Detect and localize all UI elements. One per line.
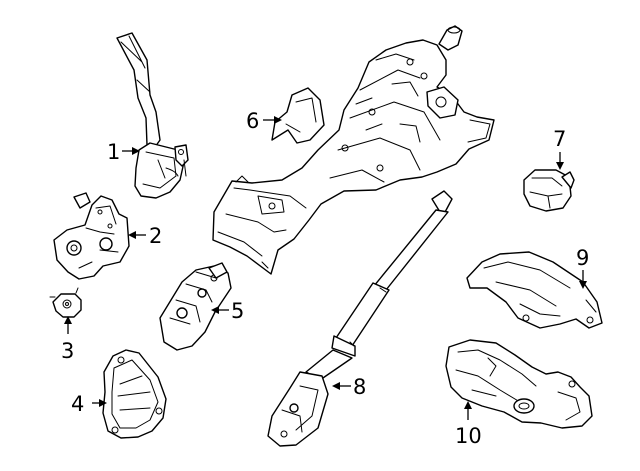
callout-5: 5 bbox=[211, 299, 244, 323]
callout-3: 3 bbox=[61, 316, 74, 363]
callout-8: 8 bbox=[332, 375, 366, 399]
callout-9-label: 9 bbox=[576, 246, 589, 270]
callout-7: 7 bbox=[553, 127, 566, 170]
callout-10: 10 bbox=[455, 401, 482, 448]
callout-10-label: 10 bbox=[455, 424, 482, 448]
part-3-clip[interactable] bbox=[49, 287, 82, 318]
part-10-lower-shroud[interactable] bbox=[445, 339, 593, 429]
part-6-steering-column[interactable] bbox=[212, 25, 495, 275]
callout-9: 9 bbox=[576, 246, 589, 289]
callout-1-label: 1 bbox=[107, 140, 120, 164]
callout-3-label: 3 bbox=[61, 339, 74, 363]
callout-4-label: 4 bbox=[71, 392, 84, 416]
callout-6-label: 6 bbox=[246, 109, 259, 133]
part-2-ignition-housing[interactable] bbox=[53, 192, 130, 280]
callout-8-label: 8 bbox=[353, 375, 366, 399]
callout-7-label: 7 bbox=[553, 127, 566, 151]
callout-2-label: 2 bbox=[149, 224, 162, 248]
part-4-cover-plate[interactable] bbox=[102, 349, 167, 439]
callout-5-label: 5 bbox=[231, 299, 244, 323]
part-1-turn-signal-lever[interactable] bbox=[116, 32, 189, 199]
callout-2: 2 bbox=[128, 224, 162, 248]
callout-6: 6 bbox=[246, 109, 282, 133]
callout-1: 1 bbox=[107, 140, 140, 164]
part-8-lower-shaft[interactable] bbox=[267, 190, 453, 447]
part-9-upper-shroud[interactable] bbox=[466, 251, 603, 329]
part-7-connector[interactable] bbox=[523, 169, 575, 212]
callout-4: 4 bbox=[71, 392, 107, 416]
part-5-u-joint[interactable] bbox=[159, 262, 232, 351]
